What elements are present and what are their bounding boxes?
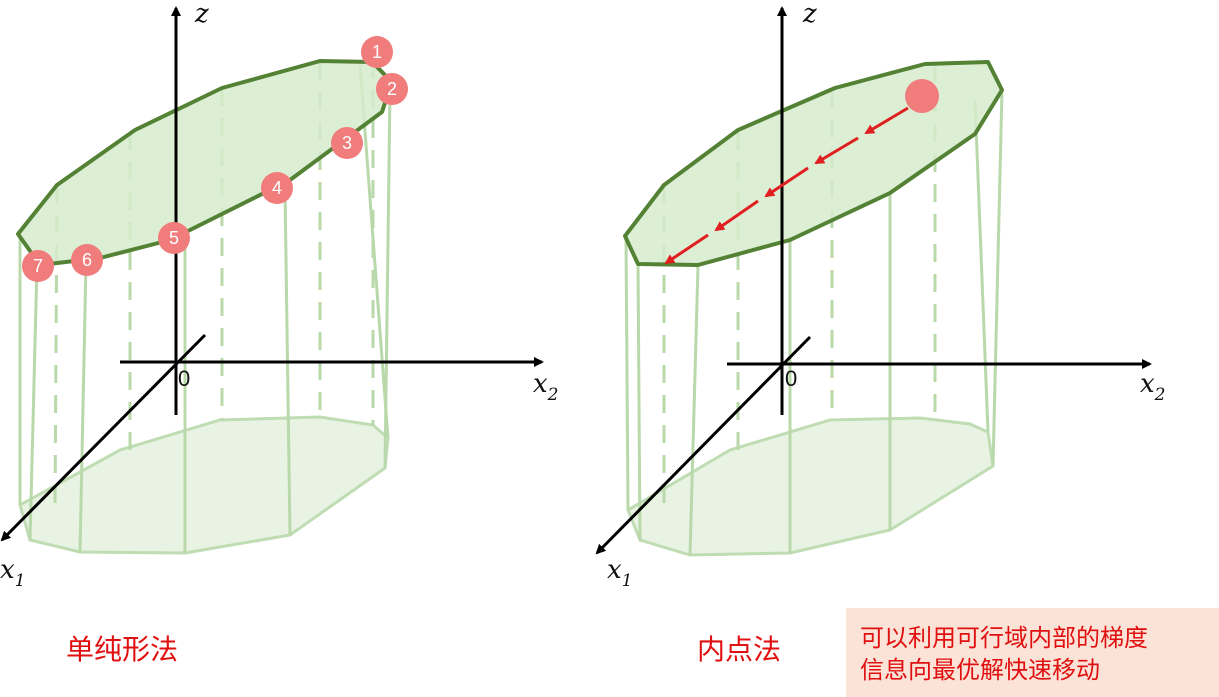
- left-top-polygon: [16, 59, 394, 267]
- svg-text:1: 1: [372, 42, 382, 62]
- right-vertical-edges: [624, 89, 1004, 556]
- vertex-marker-7: 7: [22, 250, 54, 282]
- vertex-marker-6: 6: [71, 244, 103, 276]
- note-box: 可以利用可行域内部的梯度 信息向最优解快速移动: [846, 608, 1219, 697]
- left-x1-axis: [0, 333, 207, 542]
- simplex-vertex-markers: 1 2 3 4 5 6 7: [22, 36, 408, 282]
- simplex-caption: 单纯形法: [66, 633, 179, 666]
- right-origin-label: 0: [785, 366, 797, 391]
- vertex-marker-2: 2: [376, 73, 408, 105]
- svg-text:6: 6: [82, 250, 92, 270]
- right-z-label: z: [802, 0, 817, 29]
- interior-path-arrows: [664, 106, 909, 265]
- right-x1-axis: [595, 335, 812, 555]
- vertex-marker-3: 3: [331, 127, 363, 159]
- right-panel: z 0 x2 x1: [595, 0, 1166, 591]
- interior-start-point: [905, 79, 939, 113]
- note-line-1: 可以利用可行域内部的梯度: [860, 624, 1148, 652]
- svg-text:5: 5: [169, 228, 179, 248]
- left-panel: z 0 x2 x1 1 2 3 4 5 6 7: [0, 0, 559, 591]
- left-bottom-polygon: [18, 415, 390, 555]
- right-x2-label: x2: [1140, 369, 1166, 405]
- right-bottom-polygon: [626, 416, 995, 557]
- left-x2-label: x2: [533, 369, 559, 405]
- right-top-polygon: [623, 60, 1004, 267]
- left-z-label: z: [194, 0, 209, 29]
- svg-text:7: 7: [33, 256, 43, 276]
- svg-text:4: 4: [272, 178, 282, 198]
- left-origin-label: 0: [178, 366, 190, 391]
- right-x1-label: x1: [607, 555, 633, 591]
- vertex-marker-5: 5: [158, 222, 190, 254]
- vertex-marker-4: 4: [261, 172, 293, 204]
- vertex-marker-1: 1: [361, 36, 393, 68]
- left-x1-label: x1: [0, 555, 26, 591]
- note-line-2: 信息向最优解快速移动: [860, 656, 1100, 684]
- svg-text:3: 3: [342, 133, 352, 153]
- interior-point-caption: 内点法: [697, 633, 782, 666]
- svg-text:2: 2: [387, 79, 397, 99]
